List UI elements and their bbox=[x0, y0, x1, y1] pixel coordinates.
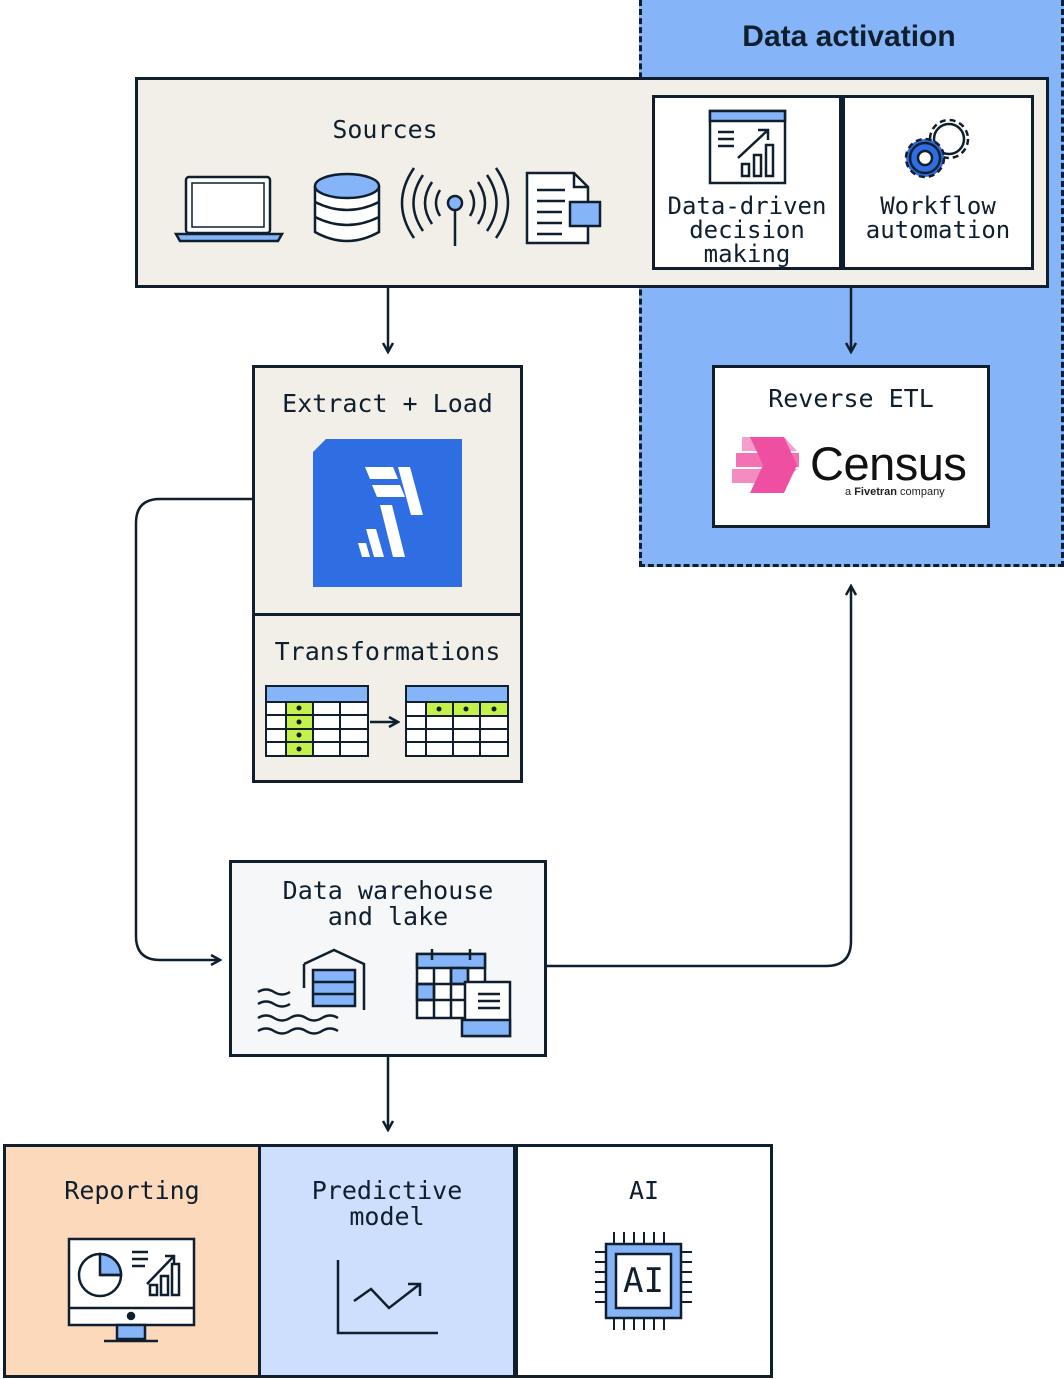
trend-chart-icon bbox=[336, 1260, 438, 1335]
connectors bbox=[134, 288, 851, 1130]
reverse-etl-title: Reverse ETL bbox=[768, 384, 934, 413]
workflow-label: Workflow automation bbox=[865, 192, 1011, 244]
database-icon bbox=[313, 172, 381, 243]
transformations-title: Transformations bbox=[274, 637, 501, 666]
document-icon bbox=[525, 171, 602, 245]
laptop-icon bbox=[173, 175, 285, 243]
fivetran-logo-icon bbox=[313, 439, 462, 587]
predictive-box bbox=[258, 1144, 516, 1378]
census-tagline-brand: Fivetran bbox=[854, 486, 897, 498]
census-tagline-suffix: company bbox=[900, 486, 945, 498]
extract-load-title: Extract + Load bbox=[282, 389, 493, 418]
census-tagline: a Fivetran company bbox=[845, 486, 945, 498]
gears-icon bbox=[904, 118, 970, 179]
reporting-monitor-icon bbox=[67, 1237, 196, 1343]
arrow-extract-to-warehouse bbox=[134, 497, 252, 960]
data-lake-icon bbox=[257, 948, 366, 1035]
warehouse-title: Data warehouse and lake bbox=[282, 876, 494, 931]
census-logo-mark bbox=[732, 437, 799, 493]
workflow-box bbox=[842, 95, 1034, 270]
arrow-warehouse-to-reverse-etl bbox=[547, 586, 851, 968]
table-before-icon bbox=[265, 685, 369, 757]
predictive-title: Predictive model bbox=[311, 1176, 463, 1231]
reporting-title: Reporting bbox=[64, 1176, 200, 1205]
table-after-icon bbox=[405, 685, 509, 757]
census-tagline-prefix: a bbox=[845, 486, 852, 498]
antenna-icon bbox=[400, 167, 510, 246]
ai-chip-text: AI bbox=[623, 1261, 664, 1301]
analytics-chart-icon bbox=[708, 109, 787, 185]
ai-title: AI bbox=[628, 1176, 660, 1205]
data-driven-label: Data-driven decision making bbox=[667, 192, 827, 268]
data-activation-title: Data activation bbox=[742, 20, 956, 53]
calendar-book-icon bbox=[415, 949, 512, 1038]
census-logo-text: Census bbox=[810, 437, 967, 490]
sources-title: Sources bbox=[332, 115, 438, 144]
ai-chip-icon bbox=[595, 1232, 692, 1330]
